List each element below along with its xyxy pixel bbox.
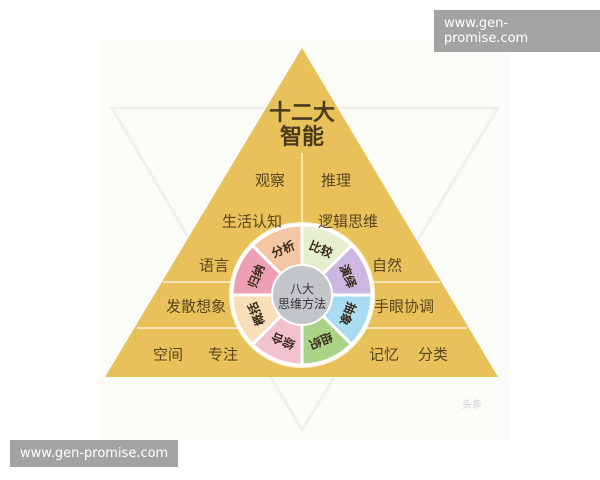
wheel-center-circle [271,264,333,326]
intelligence-nature: 自然 [371,256,403,275]
wheel-center-line-2: 思维方法 [277,297,327,311]
title-line-1: 十二大 [268,101,336,126]
intelligence-focus: 专注 [207,345,239,364]
intelligence-life-cognition: 生活认知 [221,212,283,231]
intelligence-hand-eye-coordination: 手眼协调 [373,297,435,316]
pyramid-title: 十二大 智能 [269,102,335,150]
intelligence-reasoning: 推理 [320,171,352,190]
title-line-2: 智能 [279,125,325,150]
intelligence-language: 语言 [198,256,230,275]
wheel-center-label: 八大 思维方法 [278,282,326,312]
intelligence-classification: 分类 [417,345,449,364]
intelligence-observation: 观察 [254,171,286,190]
watermark-bottom-left: www.gen-promise.com [10,440,179,467]
source-credit: 头条 [462,400,482,411]
thinking-methods-wheel [229,222,375,368]
intelligence-memory: 记忆 [368,345,400,364]
wheel-center-line-1: 八大 [289,282,315,296]
watermark-top-right: www.gen-promise.com [434,10,600,52]
intelligence-spatial: 空间 [152,345,184,364]
intelligence-divergent-imagination: 发散想象 [165,297,227,316]
intelligence-logical-thinking: 逻辑思维 [317,212,379,231]
